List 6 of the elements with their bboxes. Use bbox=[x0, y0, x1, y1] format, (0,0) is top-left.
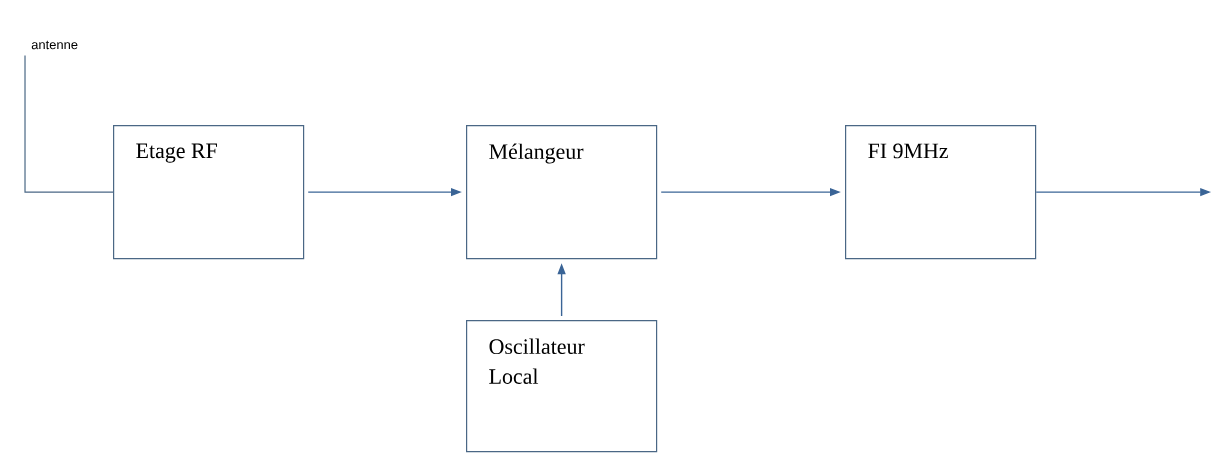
block-box: Mélangeur bbox=[466, 125, 658, 260]
block-box: Etage RF bbox=[113, 125, 305, 260]
block-box: FI 9MHz bbox=[845, 125, 1037, 260]
antenna-label: antenne bbox=[31, 40, 78, 50]
antenna-line bbox=[24, 54, 114, 193]
block-box: Oscillateur Local bbox=[466, 320, 658, 453]
